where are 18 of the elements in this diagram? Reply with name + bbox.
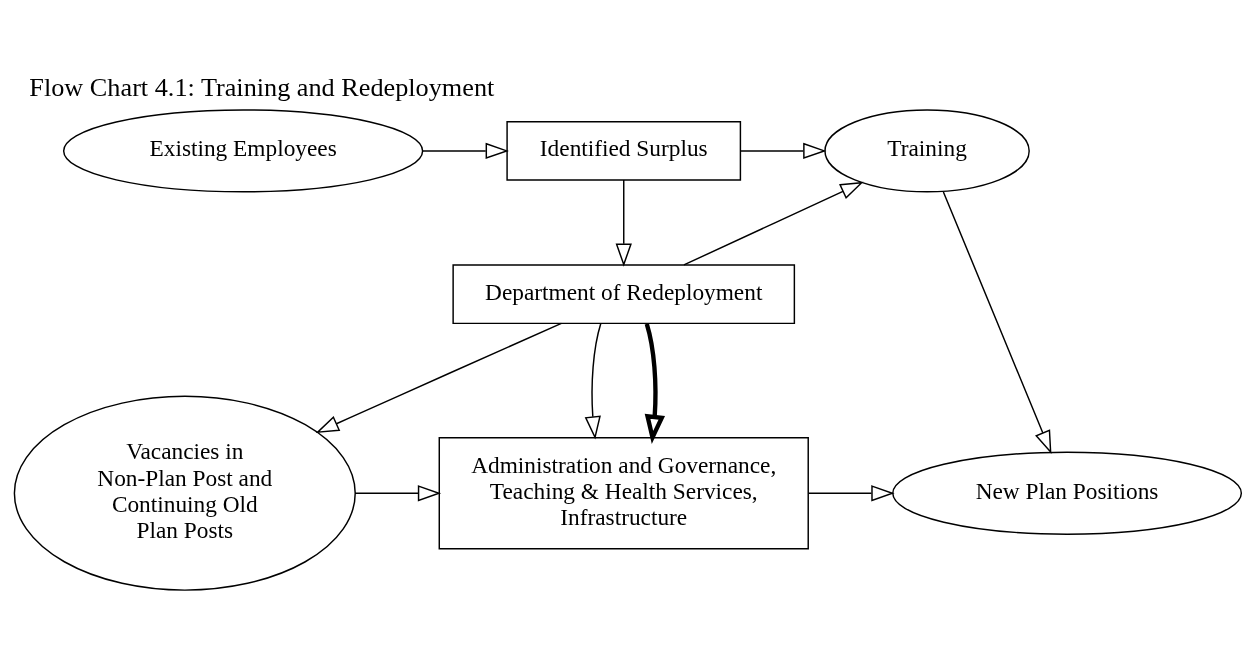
node-ellipse: Training — [824, 109, 1030, 193]
node-ellipse: Existing Employees — [62, 109, 424, 193]
node-box: Identified Surplus — [506, 121, 742, 181]
arrow — [354, 485, 442, 502]
arrow — [644, 323, 666, 444]
arrow — [421, 142, 509, 160]
node-box: Administration and Governance, Teaching & Health Services, Infrastructure — [438, 437, 809, 550]
node-box: Department of Redeployment — [452, 264, 796, 325]
node-ellipse: Vacancies in Non-Plan Post and Continuing Old Plan Posts — [13, 395, 356, 591]
node-ellipse: New Plan Positions — [892, 451, 1243, 535]
arrow — [942, 191, 1052, 454]
arrow — [739, 142, 827, 160]
arrow — [315, 322, 563, 434]
arrow — [807, 485, 895, 502]
diagram-title: Flow Chart 4.1: Training and Redeployment — [29, 72, 495, 102]
arrow — [683, 181, 864, 266]
arrow — [615, 179, 632, 267]
arrow — [584, 323, 602, 440]
